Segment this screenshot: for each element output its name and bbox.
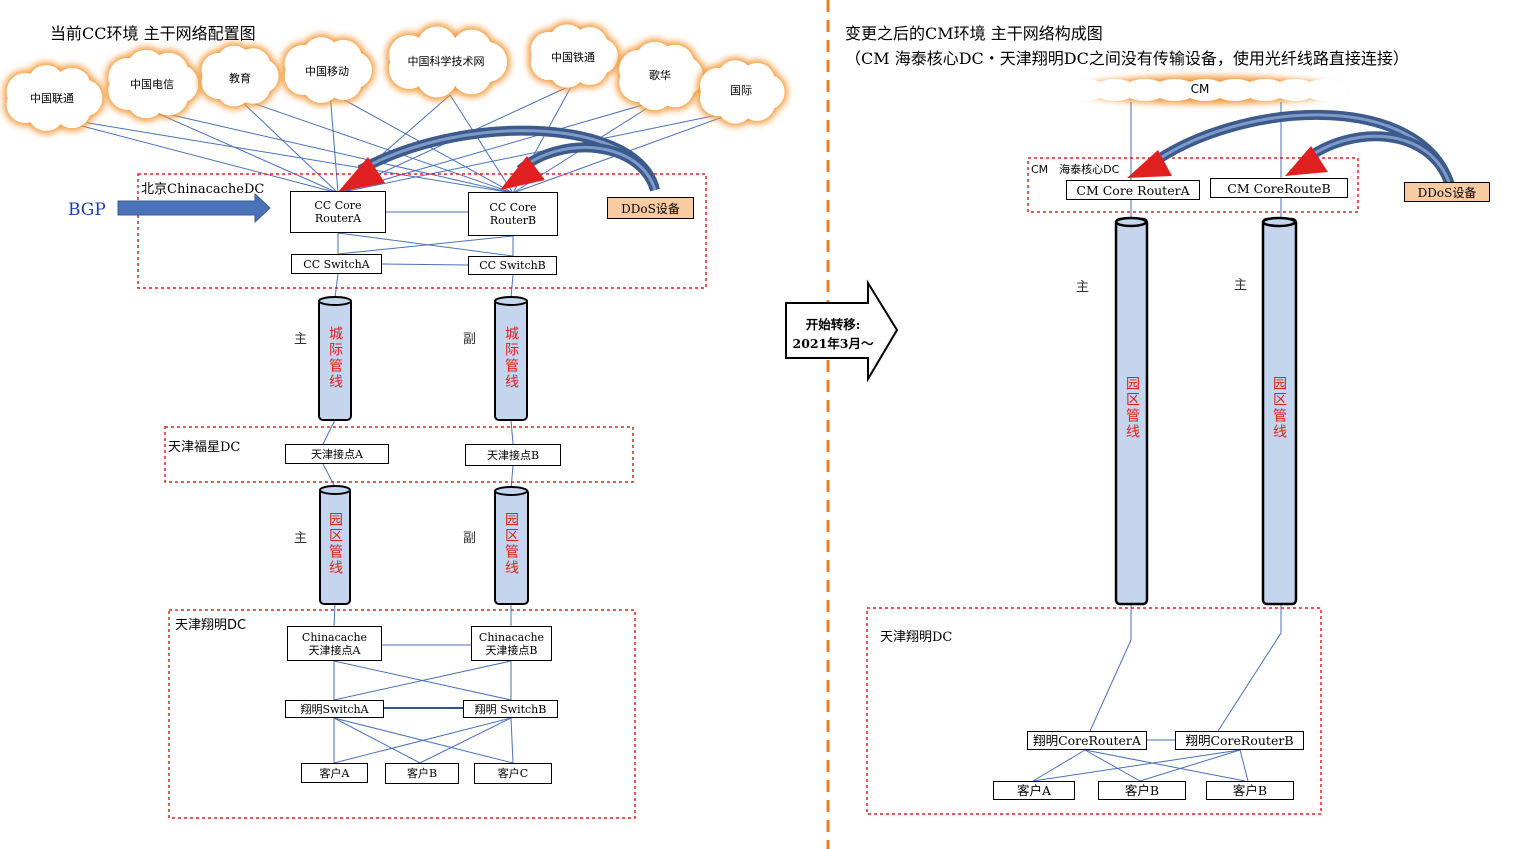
internal-links-right [1032,102,1282,782]
right-main-label-a: 主 [1076,280,1090,295]
clouds-left [3,21,788,134]
xiangming-switch-a: 翔明SwitchA [285,700,384,718]
cloud-label: 中国移动 [305,65,349,78]
cloud-label: 歌华 [649,69,671,82]
chinacache-tianjin-node-b: Chinacache 天津接点B [471,626,552,661]
cloud-shape-0 [3,62,106,134]
cloud-shape-cm [1063,76,1347,104]
campus-pipe-left-a-label: 园区管线 [327,512,343,576]
customer-b-left: 客户B [385,763,459,784]
cloud-shape-7 [696,57,788,127]
cc-core-router-b: CC Core RouterB [468,192,558,236]
cloud-label: 中国科学技术网 [407,55,485,68]
cm-core-router-b: CM CoreRouteB [1210,178,1348,198]
campus-pipe-left-b-label: 园区管线 [503,512,519,576]
campus-pipe-right-b-label: 园区管线 [1271,376,1287,440]
beijing-dc-label: 北京ChinacacheDC [141,182,265,197]
campus-main-label: 主 [294,531,308,546]
cloud-shape-5 [527,21,621,91]
right-subtitle: （CM 海泰核心DC・天津翔明DC之间没有传输设备，使用光纤线路直接连接） [845,49,1409,68]
intercity-pipe-a-label: 城际管线 [327,326,343,390]
xiangming-core-router-a: 翔明CoreRouterA [1027,731,1147,750]
campus-pipe-right-a [1114,216,1149,606]
right-title: 变更之后的CM环境 主干网络构成图 [845,24,1103,43]
chinacache-tianjin-node-a: Chinacache 天津接点A [287,626,382,661]
tianjin-node-b: 天津接点B [465,444,561,466]
bgp-label: BGP [68,200,106,220]
transition-label-line1: 开始转移: [805,317,861,332]
core-dc-label: CM 海泰核心DC [1031,163,1120,176]
ddos-redirect-arrows-left [338,125,660,192]
beijing-dc-box [137,173,707,289]
transition-arrow [785,279,899,383]
bgp-arrow [117,192,271,224]
intercity-main-label: 主 [294,332,308,347]
tianjin-node-a: 天津接点A [285,444,389,464]
cloud-label-cm: CM [1190,82,1210,96]
ddos-redirect-arrows-right [1127,110,1455,187]
cloud-label: 教育 [229,72,251,85]
cloud-shape-6 [616,38,707,114]
customer-a-left: 客户A [301,763,368,783]
cloud-shape-4 [385,23,511,101]
cloud-shape-2 [198,42,282,110]
ddos-device-right: DDoS设备 [1404,182,1490,202]
campus-pipe-left-a [319,485,351,605]
intercity-pipe-a [318,296,352,421]
xiangming-switch-b: 翔明 SwitchB [463,700,558,718]
cc-switch-b: CC SwitchB [468,256,557,275]
cloud-shape-3 [281,34,375,106]
xiangming-core-router-b: 翔明CoreRouterB [1175,731,1304,750]
internal-links-left [322,211,514,764]
intercity-sub-label: 副 [463,332,477,347]
cloud-shape-1 [105,46,202,122]
transition-label-line2: 2021年3月～ [792,336,874,351]
cloud-right [1063,76,1347,104]
customer-c-left: 客户C [474,763,552,784]
ddos-device-left: DDoS设备 [607,197,694,219]
intercity-pipe-b-label: 城际管线 [503,326,519,390]
tianjin-fuxing-dc-label: 天津福星DC [168,440,241,455]
customer-a-right: 客户A [993,781,1075,800]
cc-switch-a: CC SwitchA [291,254,382,274]
tianjin-xiangming-dc-label-right: 天津翔明DC [880,630,953,645]
customer-b-right: 客户B [1098,781,1186,800]
tianjin-xiangming-dc-box-left [168,609,636,819]
cloud-label: 国际 [730,84,752,97]
right-main-label-b: 主 [1234,278,1248,293]
cc-core-router-a: CC Core RouterA [290,191,386,233]
cm-core-router-a: CM Core RouterA [1066,180,1200,200]
tianjin-fuxing-dc-box [164,426,634,483]
campus-sub-label: 副 [463,531,477,546]
campus-pipe-left-b [494,486,529,605]
cloud-label: 中国联通 [30,92,74,105]
intercity-pipe-b [494,296,528,421]
customer-b2-right: 客户B [1206,781,1294,800]
tianjin-xiangming-dc-label-left: 天津翔明DC [175,618,247,633]
cloud-label: 中国铁通 [551,51,595,64]
left-title: 当前CC环境 主干网络配置图 [50,24,256,43]
campus-pipe-right-a-label: 园区管线 [1124,376,1140,440]
campus-pipe-right-b [1261,216,1298,606]
cloud-label: 中国电信 [130,78,174,91]
core-dc-box [1027,157,1359,213]
